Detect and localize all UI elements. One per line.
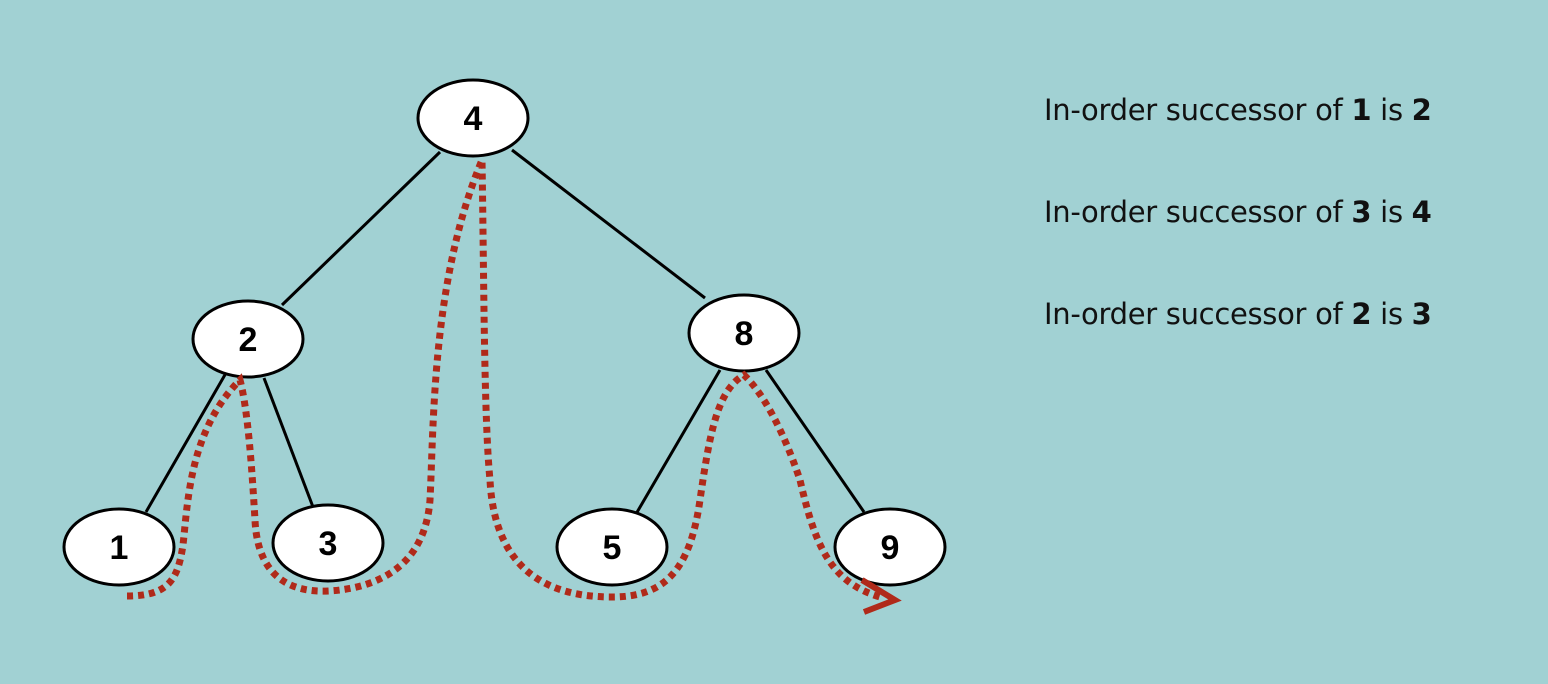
inorder-traversal-path bbox=[126, 158, 882, 601]
statement-successor-of-3: In-order successor of 3 is 4 bbox=[1044, 190, 1544, 292]
statement-successor: 3 bbox=[1411, 297, 1432, 331]
statement-successor-of-1: In-order successor of 1 is 2 bbox=[1044, 88, 1544, 190]
tree-node: 2 bbox=[191, 299, 305, 379]
tree-node: 3 bbox=[271, 503, 385, 583]
statement-middle: is bbox=[1371, 297, 1412, 331]
successor-statements: In-order successor of 1 is 2 In-order su… bbox=[1044, 88, 1544, 394]
node-label: 8 bbox=[735, 315, 754, 353]
node-label: 3 bbox=[319, 525, 338, 563]
statement-prefix: In-order successor of bbox=[1044, 93, 1352, 127]
edge-2-1 bbox=[144, 372, 228, 513]
edge-8-5 bbox=[634, 369, 722, 515]
edge-8-9 bbox=[764, 369, 866, 513]
statement-middle: is bbox=[1371, 195, 1412, 229]
arrowhead-icon bbox=[860, 577, 902, 615]
node-label: 5 bbox=[603, 529, 622, 567]
statement-middle: is bbox=[1371, 93, 1412, 127]
statement-node: 2 bbox=[1351, 297, 1372, 331]
statement-prefix: In-order successor of bbox=[1044, 297, 1352, 331]
node-label: 4 bbox=[464, 100, 483, 138]
node-label: 1 bbox=[110, 529, 129, 567]
tree-edges bbox=[144, 148, 866, 515]
statement-node: 1 bbox=[1351, 93, 1372, 127]
tree-node: 9 bbox=[833, 507, 947, 587]
tree-node: 1 bbox=[62, 507, 176, 587]
statement-successor: 2 bbox=[1411, 93, 1432, 127]
tree-node: 5 bbox=[555, 507, 669, 587]
statement-successor: 4 bbox=[1411, 195, 1432, 229]
statement-prefix: In-order successor of bbox=[1044, 195, 1352, 229]
statement-node: 3 bbox=[1351, 195, 1372, 229]
edge-4-2 bbox=[280, 150, 442, 307]
node-label: 9 bbox=[881, 529, 900, 567]
tree-node: 8 bbox=[687, 293, 801, 373]
tree-nodes: 4 2 8 1 3 5 9 bbox=[62, 78, 947, 587]
statement-successor-of-2: In-order successor of 2 is 3 bbox=[1044, 292, 1544, 394]
edge-2-3 bbox=[262, 377, 315, 508]
edge-4-8 bbox=[511, 148, 706, 300]
node-label: 2 bbox=[239, 321, 258, 359]
tree-node: 4 bbox=[416, 78, 530, 158]
